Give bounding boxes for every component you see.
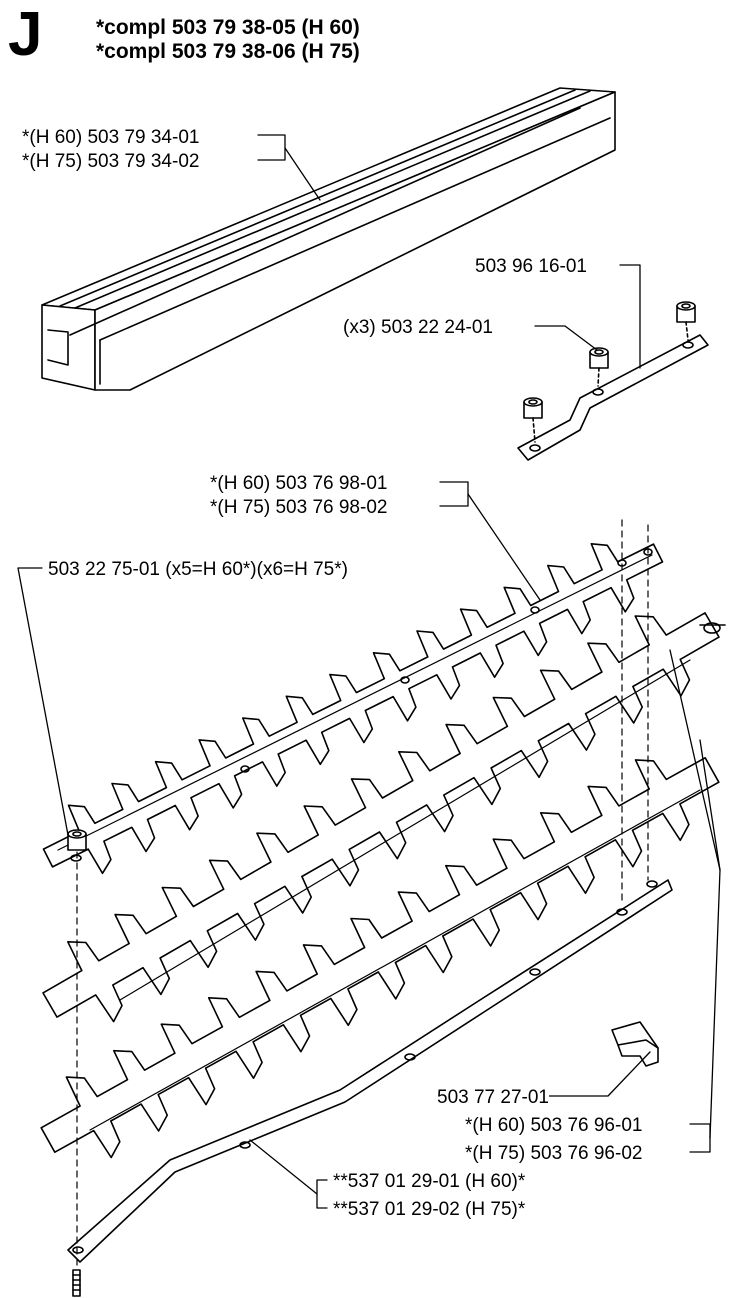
assembly-lines	[76, 519, 649, 1271]
protector-plate	[67, 879, 673, 1263]
complete-assembly-h60: *compl 503 79 38-05 (H 60)	[96, 16, 360, 39]
section-letter: J	[8, 0, 43, 69]
label-upper-blade-h60: *(H 60) 503 76 98-01	[210, 473, 388, 494]
label-blade-nuts: 503 22 75-01 (x5=H 60*)(x6=H 75*)	[48, 559, 348, 580]
bracket	[517, 334, 709, 461]
label-bracket-nuts: (x3) 503 22 24-01	[343, 317, 493, 338]
complete-assembly-h75: *compl 503 79 38-06 (H 75)	[96, 40, 360, 63]
blade-nut	[67, 829, 87, 851]
guide-rail	[41, 87, 616, 391]
lower-blade-bottom	[40, 757, 720, 1159]
bracket-nut	[523, 301, 696, 443]
lower-blade-top	[42, 612, 726, 1023]
label-lower-blades-h75: *(H 75) 503 76 96-02	[465, 1143, 643, 1164]
upper-blade	[42, 543, 664, 875]
label-upper-blade-h75: *(H 75) 503 76 98-02	[210, 497, 388, 518]
clip	[611, 1021, 659, 1067]
bolt-icon	[72, 1269, 81, 1297]
label-protector-h60: **537 01 29-01 (H 60)*	[333, 1171, 526, 1192]
leader-lines	[17, 134, 721, 1209]
label-lower-blades-h60: *(H 60) 503 76 96-01	[465, 1115, 643, 1136]
label-guide-rail-h75: *(H 75) 503 79 34-02	[22, 151, 200, 172]
label-protector-h75: **537 01 29-02 (H 75)*	[333, 1199, 526, 1220]
label-clip: 503 77 27-01	[437, 1087, 549, 1108]
label-guide-rail-h60: *(H 60) 503 79 34-01	[22, 127, 200, 148]
label-bracket: 503 96 16-01	[475, 256, 587, 277]
